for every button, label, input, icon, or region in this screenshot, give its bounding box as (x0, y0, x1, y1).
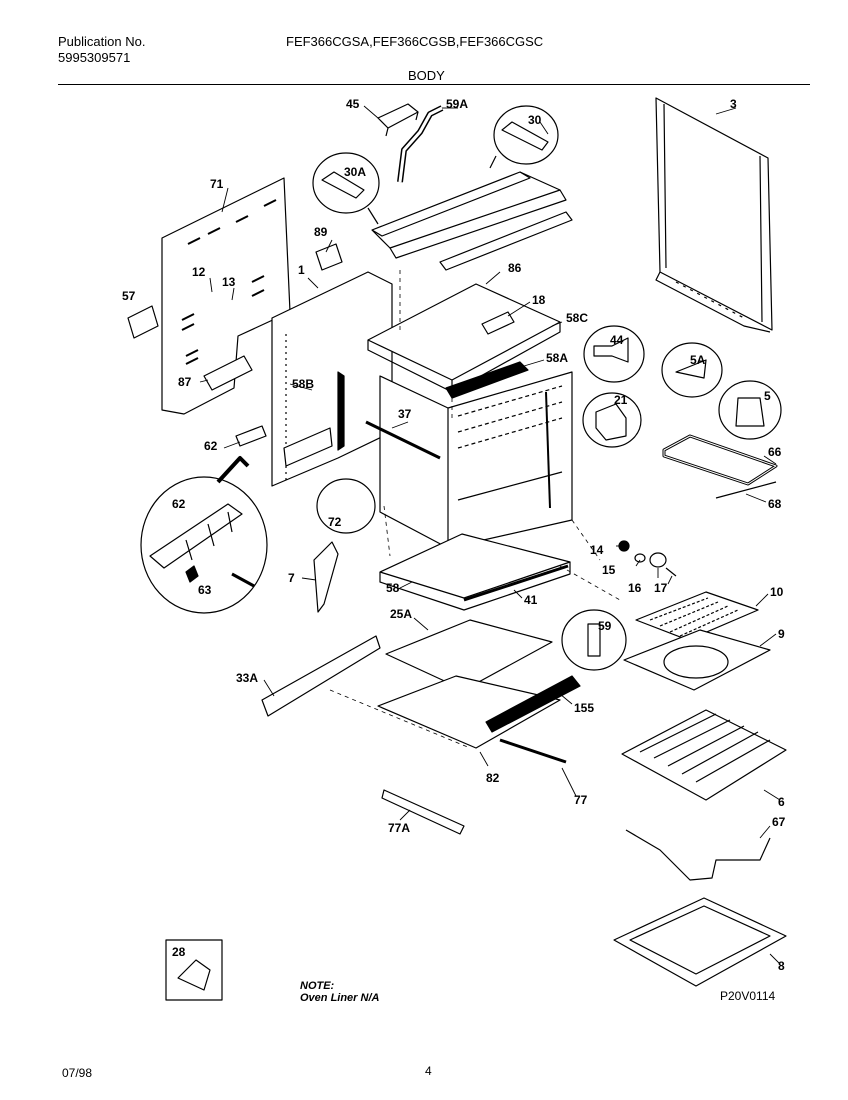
part-label-17: 17 (654, 581, 668, 595)
part-label-68: 68 (768, 497, 782, 511)
part-label-82: 82 (486, 771, 500, 785)
part-label-9: 9 (778, 627, 785, 641)
parts-14-17 (618, 540, 677, 577)
part-label-41: 41 (524, 593, 538, 607)
part-45-bracket (377, 103, 419, 137)
part-label-72: 72 (328, 515, 342, 529)
part-label-5a: 5A (690, 353, 706, 367)
part-label-13: 13 (222, 275, 236, 289)
part-label-86: 86 (508, 261, 522, 275)
part-21-callout (582, 392, 642, 448)
part-label-12: 12 (192, 265, 206, 279)
note-text: Oven Liner N/A (300, 992, 380, 1004)
part-label-155: 155 (574, 701, 595, 715)
footer-date: 07/98 (62, 1066, 93, 1080)
part-label-14: 14 (590, 543, 604, 557)
part-59a-tube (397, 105, 444, 183)
part-5a-callout (661, 342, 723, 398)
part-33a-kick-plate (261, 635, 381, 717)
part-label-45: 45 (346, 97, 360, 111)
part-57-plate (127, 305, 159, 339)
part-77a-strip (381, 789, 465, 835)
figure-code: P20V0114 (720, 989, 776, 1003)
part-label-59: 59 (598, 619, 612, 633)
part-label-66: 66 (768, 445, 782, 459)
part-3-side-panel (655, 97, 773, 333)
part-label-57: 57 (122, 289, 136, 303)
part-71-back-panel (161, 177, 291, 415)
part-label-6: 6 (778, 795, 785, 809)
part-label-58: 58 (386, 581, 400, 595)
part-label-18: 18 (532, 293, 546, 307)
note-title: NOTE: (300, 980, 335, 992)
part-72-cover (316, 478, 376, 534)
part-label-77a: 77A (388, 821, 411, 835)
part-label-5: 5 (764, 389, 771, 403)
part-label-58b: 58B (292, 377, 315, 391)
part-label-87: 87 (178, 375, 192, 389)
part-8-drawer-panel (613, 897, 787, 987)
part-label-8: 8 (778, 959, 785, 973)
leader-lines (199, 105, 781, 965)
part-62-terminal (235, 425, 267, 447)
part-label-21: 21 (614, 393, 628, 407)
part-9-broil-pan (623, 629, 771, 691)
model-numbers: FEF366CGSA,FEF366CGSB,FEF366CGSC (286, 34, 544, 49)
part-label-62-top: 62 (204, 439, 218, 453)
section-title: BODY (408, 68, 445, 83)
oven-cavity (379, 371, 573, 549)
part-59-callout (561, 609, 627, 671)
part-label-3: 3 (730, 97, 737, 111)
part-58a-insulation (445, 361, 529, 399)
part-66-element (662, 434, 778, 499)
part-label-7: 7 (288, 571, 295, 585)
publication-label: Publication No. (58, 34, 146, 49)
part-label-44: 44 (610, 333, 624, 347)
part-44-knob-callout (583, 325, 645, 383)
part-label-58c: 58C (566, 311, 589, 325)
part-label-58a: 58A (546, 351, 569, 365)
part-label-89: 89 (314, 225, 328, 239)
part-label-77: 77 (574, 793, 588, 807)
part-label-59a: 59A (446, 97, 469, 111)
top-frame-rails (371, 171, 573, 271)
part-62-callout (140, 456, 268, 614)
part-6-oven-rack (621, 709, 787, 801)
page-number: 4 (425, 1064, 432, 1078)
part-28-inset-box (165, 939, 223, 1001)
part-label-63: 63 (198, 583, 212, 597)
part-82-drawer-panel (377, 675, 581, 764)
part-label-15: 15 (602, 563, 616, 577)
part-label-71: 71 (210, 177, 224, 191)
part-67-wire (625, 829, 771, 881)
part-89-switch (315, 243, 343, 271)
publication-number: 5995309571 (58, 50, 131, 65)
part-label-30: 30 (528, 113, 542, 127)
part-5-callout (718, 380, 782, 440)
part-label-37: 37 (398, 407, 412, 421)
part-25a-panel (385, 619, 553, 691)
header-divider (58, 84, 810, 85)
part-label-10: 10 (770, 585, 784, 599)
part-label-25a: 25A (390, 607, 413, 621)
part-10-broil-grid (635, 591, 759, 641)
assembly-lines (329, 270, 621, 749)
part-label-16: 16 (628, 581, 642, 595)
part-label-30a: 30A (344, 165, 367, 179)
part-label-1: 1 (298, 263, 305, 277)
part-label-28: 28 (172, 945, 186, 959)
part-7-hinge (313, 541, 339, 613)
part-30a-callout (312, 152, 380, 225)
part-label-62-callout: 62 (172, 497, 186, 511)
part-87-bracket (203, 355, 253, 391)
part-label-33a: 33A (236, 671, 259, 685)
part-label-67: 67 (772, 815, 786, 829)
part-58-bottom-insulation (379, 533, 571, 611)
part-30-callout (489, 105, 559, 169)
part-37-wire (365, 420, 441, 460)
